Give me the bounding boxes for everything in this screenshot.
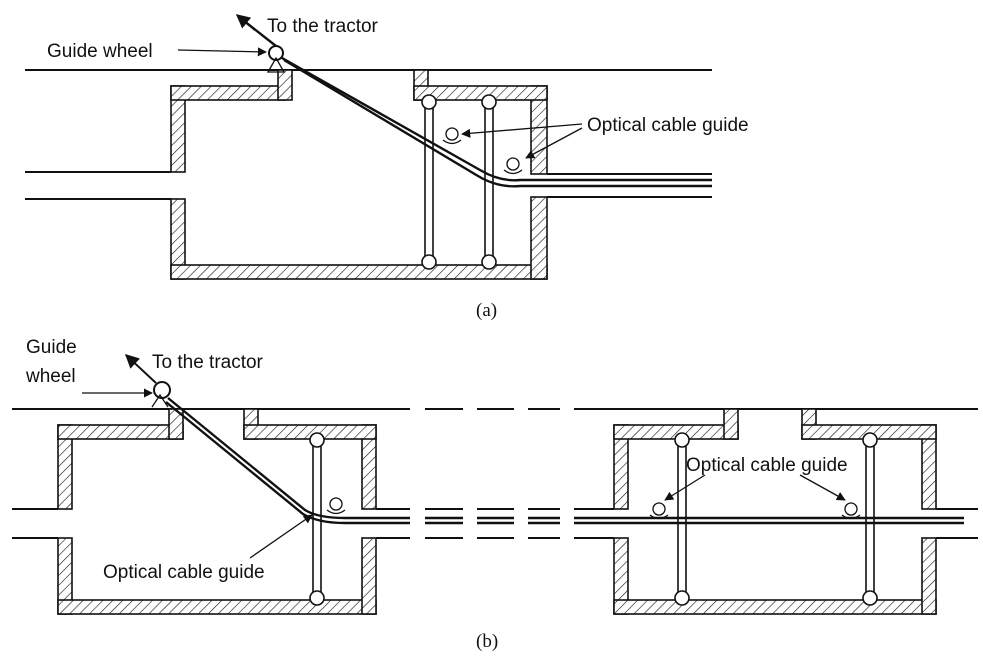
optical-cable-guide-b2 [649, 502, 669, 520]
optical-cable-guide-a1 [442, 127, 462, 145]
posts-a [421, 94, 497, 270]
optical-cable-b [165, 397, 964, 525]
manhole-b-left [57, 408, 377, 615]
manhole-b-right [613, 408, 937, 615]
optical-cable-guide-label-b-right: Optical cable guide [686, 455, 848, 476]
guide-leader-b1 [249, 514, 313, 559]
guide-wheel-label-a: Guide wheel [47, 41, 153, 62]
to-tractor-label-b: To the tractor [152, 352, 264, 373]
optical-cable-guide-label-a: Optical cable guide [587, 115, 749, 136]
figure-b: To the tractor Guide wheel Optical cable… [12, 337, 978, 652]
guide-leader-a1 [461, 123, 583, 138]
guide-leader-b2 [664, 474, 706, 501]
caption-b: (b) [476, 631, 498, 652]
guide-wheel-label-b-line1: Guide [26, 337, 77, 358]
tractor-arrow-a [235, 14, 256, 31]
guide-leader-a2 [525, 127, 583, 159]
optical-cable-guide-a2 [503, 157, 523, 175]
optical-cable-guide-b1 [326, 497, 346, 515]
tractor-arrow-b [124, 354, 157, 384]
caption-a: (a) [476, 300, 497, 321]
ducts-b [12, 508, 978, 539]
guide-wheel-leader-a [177, 47, 267, 57]
optical-cable-guide-label-b-left: Optical cable guide [103, 562, 265, 583]
optical-cable-guide-b3 [841, 502, 861, 520]
to-tractor-label-a: To the tractor [267, 16, 379, 37]
figure-a: To the tractor Guide wheel Optical cable… [25, 14, 749, 321]
guide-leader-b3 [799, 474, 846, 501]
guide-wheel-label-b-line2: wheel [25, 366, 76, 387]
ducts-a [25, 171, 712, 200]
